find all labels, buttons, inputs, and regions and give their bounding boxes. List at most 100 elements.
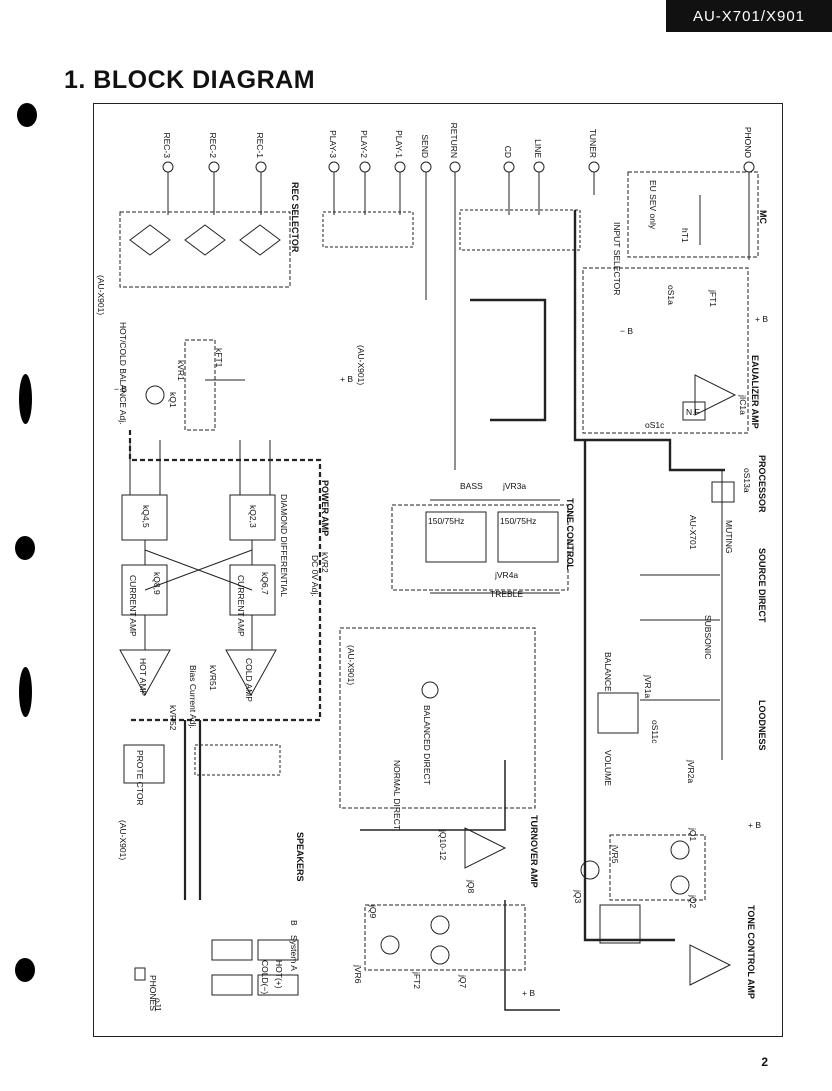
ref-jq9: jQ9 — [368, 904, 378, 919]
page-title: 1. BLOCK DIAGRAM — [64, 66, 316, 94]
system-b-label: B — [289, 920, 299, 926]
ref-oj1: oJ1 — [153, 998, 163, 1012]
phones-label: PHONES — [148, 975, 158, 1011]
current-amp-label-2: CURRENT AMP — [236, 575, 246, 637]
binder-hole-3 — [15, 536, 35, 560]
ref-os1c: oS1c — [645, 420, 665, 430]
ref-kvr1: kVR1 — [176, 360, 186, 381]
eu-sev-only-label: EU SEV only — [648, 180, 658, 230]
input-return: RETURN — [449, 123, 459, 158]
binder-hole-4 — [19, 667, 32, 717]
binder-hole-1 — [17, 103, 37, 127]
ref-jvr6: jVR6 — [353, 964, 363, 984]
input-rec-2: REC-2 — [208, 132, 218, 158]
input-line: LINE — [533, 139, 543, 158]
input-labels: PHONO TUNER LINE CD RETURN SEND PLAY-1 P… — [162, 123, 753, 159]
ref-jft2: jFT2 — [412, 971, 422, 989]
ref-kvr2: kVR2 — [320, 552, 330, 573]
ref-jvr5: jVR5 — [610, 844, 620, 864]
processor-label: PROCESSOR — [757, 455, 767, 513]
ref-os12a: oS11c — [650, 720, 660, 744]
plus-b-label-2: + B — [340, 374, 353, 384]
subsonic-label: SUBSONIC — [703, 615, 713, 659]
plus-b-label-1: + B — [755, 314, 768, 324]
au-x901-label-1: (AU-X901) — [96, 275, 106, 315]
input-selector-label: INPUT SELECTOR — [612, 222, 622, 295]
input-cd: CD — [503, 146, 513, 158]
tone-control-amp-label: TONE CONTROL AMP — [746, 905, 756, 999]
page-number: 2 — [761, 1055, 768, 1069]
loudness-label: LOODNESS — [757, 700, 767, 751]
ref-os1a: oS1a — [666, 285, 676, 305]
ref-jvr2a: jVR2a — [686, 759, 696, 783]
treble-label: TREBLE — [490, 589, 523, 599]
equalizer-amp-label: EAUALIZER AMP — [750, 355, 760, 429]
bias-current-adj-label: Bias Current Adj. — [188, 665, 198, 729]
ref-kq89: kQ8,9 — [152, 572, 162, 595]
current-amp-label-1: CURRENT AMP — [128, 575, 138, 637]
source-direct-label: SOURCE DIRECT — [757, 548, 767, 623]
system-a-label: System A — [289, 935, 299, 971]
hot-cold-balance-label: HOT/COLD BALANCE Adj. — [118, 322, 128, 425]
volume-label: VOLUME — [603, 750, 613, 786]
binder-hole-5 — [15, 958, 35, 982]
au-x901-label-2: (AU-X901) — [356, 345, 366, 385]
freq-label-2: 150/75Hz — [500, 516, 536, 526]
input-rec-3: REC-3 — [162, 132, 172, 158]
section-labels: REC SELECTOR MC EAUALIZER AMP PROCESSOR … — [290, 182, 768, 999]
rec-selector-label: REC SELECTOR — [290, 182, 300, 253]
plus-b-label-3: + B — [522, 988, 535, 998]
ref-jq1: jQ1 — [688, 827, 698, 842]
freq-label-1: 150/75Hz — [428, 516, 464, 526]
ref-jq8: jQ8 — [466, 879, 476, 894]
muting-label: MUTING — [724, 520, 734, 554]
input-play-1: PLAY-1 — [394, 130, 404, 158]
turnover-amp-label: TURNOVER AMP — [529, 815, 539, 888]
input-send: SEND — [420, 134, 430, 158]
ref-ht1: hT1 — [680, 228, 690, 243]
diamond-differential-label: DIAMOND DIFFERENTIAL — [279, 494, 289, 597]
ref-kq67: kQ6,7 — [260, 572, 270, 595]
input-tuner: TUNER — [588, 129, 598, 158]
ref-jq2: jQ2 — [688, 894, 698, 909]
ref-jvr3a: jVR3a — [502, 481, 526, 491]
nf-label: N.F — [686, 407, 700, 417]
ref-kft1: kFT1 — [214, 348, 224, 368]
input-jacks — [162, 161, 755, 173]
minus-b-label-1: − B — [620, 326, 633, 336]
au-x901-label-3: (AU-X901) — [346, 645, 356, 685]
ref-kq45: kQ4,5 — [141, 505, 151, 528]
protector-label: PROTE CTOR — [135, 750, 145, 806]
ref-os13a: oS13a — [742, 468, 752, 493]
mc-label: MC — [758, 210, 768, 224]
ref-kvr51: kVR51 — [208, 665, 218, 691]
minus-b-label-2: − B — [114, 384, 127, 394]
cold-amp-label: COLD AMP — [244, 658, 254, 702]
plus-b-label-4: + B — [748, 820, 761, 830]
au-x701-label: AU-X701 — [688, 515, 698, 550]
ref-kq1: kQ1 — [168, 392, 178, 408]
ref-jq3: jQ3 — [573, 889, 583, 904]
ref-jq7: jQ7 — [458, 974, 468, 989]
model-tab: AU-X701/X901 — [666, 0, 832, 32]
ref-jic1a: jIC1a — [738, 394, 748, 415]
power-amp-label: POWER AMP — [320, 480, 330, 536]
hot-amp-label: HOT AMP — [138, 658, 148, 696]
input-play-3: PLAY-3 — [328, 130, 338, 158]
ref-kvr52: kVR52 — [168, 705, 178, 731]
ref-jft1: jFT1 — [708, 289, 718, 307]
tone-control-label: TONE CONTROL — [565, 498, 575, 570]
component-labels: INPUT SELECTOR EU SEV only N.F MUTING AU… — [96, 180, 768, 1011]
balanced-direct-label: BALANCED DIRECT — [422, 705, 432, 785]
dc-0v-adj-label: DC 0V Adj. — [310, 555, 320, 597]
balance-label: BALANCE — [603, 652, 613, 692]
cold-minus-label: COLD(−) — [260, 960, 270, 994]
ref-labels: kFT1 kVR1 kQ1 kQ2,3 kQ4,5 kQ6,7 kQ8,9 kV… — [141, 228, 752, 1012]
input-phono: PHONO — [743, 127, 753, 159]
ref-jq10-12: jQ10-12 — [438, 829, 448, 861]
hot-plus-label: HOT(+) — [274, 960, 284, 989]
binder-hole-2 — [19, 374, 32, 424]
diagram-frame — [93, 103, 783, 1037]
au-x901-label-4: (AU-X901) — [118, 820, 128, 860]
